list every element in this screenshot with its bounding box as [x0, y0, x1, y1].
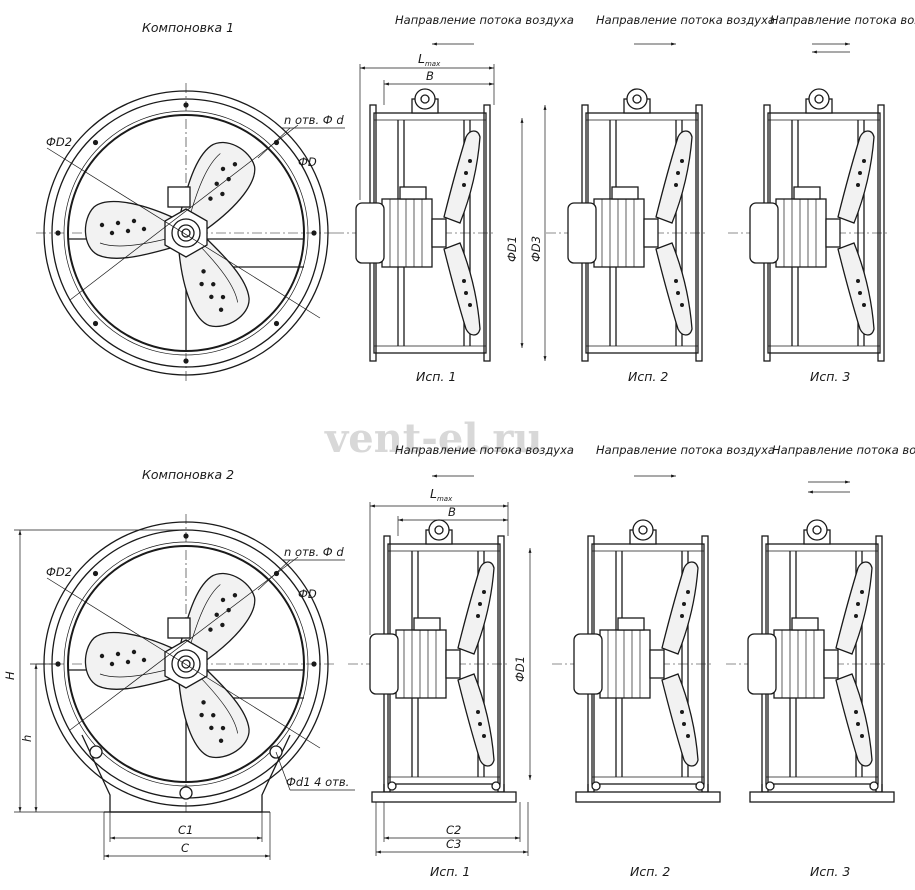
- layout-2-variant-2-label: Исп. 2: [630, 864, 670, 879]
- layout-2-holes-label: n отв. Ф d: [284, 545, 344, 559]
- layout-1-d1-label: ФD1: [505, 236, 519, 262]
- layout-1-d2-label: ФD2: [46, 135, 72, 149]
- layout-2-c1-label: C1: [178, 823, 193, 837]
- layout-2-lmax-label: Lmax: [430, 486, 453, 503]
- layout-1-variant-1: Направление потока воздуха Lmax B ФD1 ФD…: [333, 13, 574, 384]
- layout-2-h-axis-label: h: [20, 735, 34, 742]
- layout-1: Компоновка 1 ФD2 n отв. Ф d ФD Направлен…: [36, 13, 915, 384]
- layout-1-d-label: ФD: [298, 155, 317, 169]
- layout-1-title: Компоновка 1: [142, 20, 234, 35]
- layout-1-b-label: B: [426, 69, 434, 83]
- layout-2-c-label: C: [181, 841, 189, 855]
- layout-2-d2-label: ФD2: [46, 565, 72, 579]
- layout-2-d-label: ФD: [298, 587, 317, 601]
- layout-2-d1-label: ФD1: [513, 656, 527, 682]
- layout-1-variant-2-airflow-label: Направление потока воздуха: [596, 13, 775, 27]
- layout-2-variant-1-airflow-label: Направление потока воздуха: [395, 443, 574, 457]
- layout-2-h-total-label: H: [3, 671, 17, 680]
- layout-1-variant-1-label: Исп. 1: [416, 369, 456, 384]
- layout-2-variant-2-airflow-label: Направление потока воздуха: [596, 443, 775, 457]
- layout-1-variant-1-airflow-label: Направление потока воздуха: [395, 13, 574, 27]
- layout-1-variant-2: Направление потока воздуха Исп. 2: [545, 13, 775, 384]
- layout-1-variant-3-label: Исп. 3: [810, 369, 850, 384]
- layout-2-b-label: B: [448, 505, 456, 519]
- layout-1-variant-2-label: Исп. 2: [628, 369, 668, 384]
- layout-2-front-view: ФD2 n отв. Ф d ФD Фd1 4 отв. H h C1 C: [3, 514, 355, 860]
- layout-2-variant-2: Направление потока воздуха Исп. 2: [551, 443, 775, 879]
- layout-1-variant-3: Направление потока воздуха Исп. 3: [727, 13, 915, 384]
- layout-2-c3-label: C3: [446, 837, 461, 851]
- layout-2-c2-label: C2: [446, 823, 461, 837]
- layout-1-front-view: ФD2 n отв. Ф d ФD: [36, 83, 345, 383]
- layout-2: Компоновка 2: [3, 443, 915, 879]
- layout-2-title: Компоновка 2: [142, 467, 234, 482]
- layout-2-variant-1-label: Исп. 1: [430, 864, 470, 879]
- layout-1-variant-3-airflow-label: Направление потока воздуха: [770, 13, 915, 27]
- layout-1-d3-label: ФD3: [529, 236, 543, 262]
- layout-2-foot-holes-label: Фd1 4 отв.: [286, 775, 349, 789]
- layout-2-variant-1: Направление потока воздуха Lmax B ФD1 C2…: [347, 443, 574, 879]
- layout-2-variant-3-label: Исп. 3: [810, 864, 850, 879]
- layout-1-holes-label: n отв. Ф d: [284, 113, 344, 127]
- layout-1-lmax-label: Lmax: [418, 51, 441, 68]
- layout-2-variant-3-airflow-label: Направление потока воздуха: [772, 443, 915, 457]
- watermark: vent-el.ru: [324, 415, 543, 462]
- layout-2-variant-3: Направление потока воздуха Исп. 3: [725, 443, 915, 879]
